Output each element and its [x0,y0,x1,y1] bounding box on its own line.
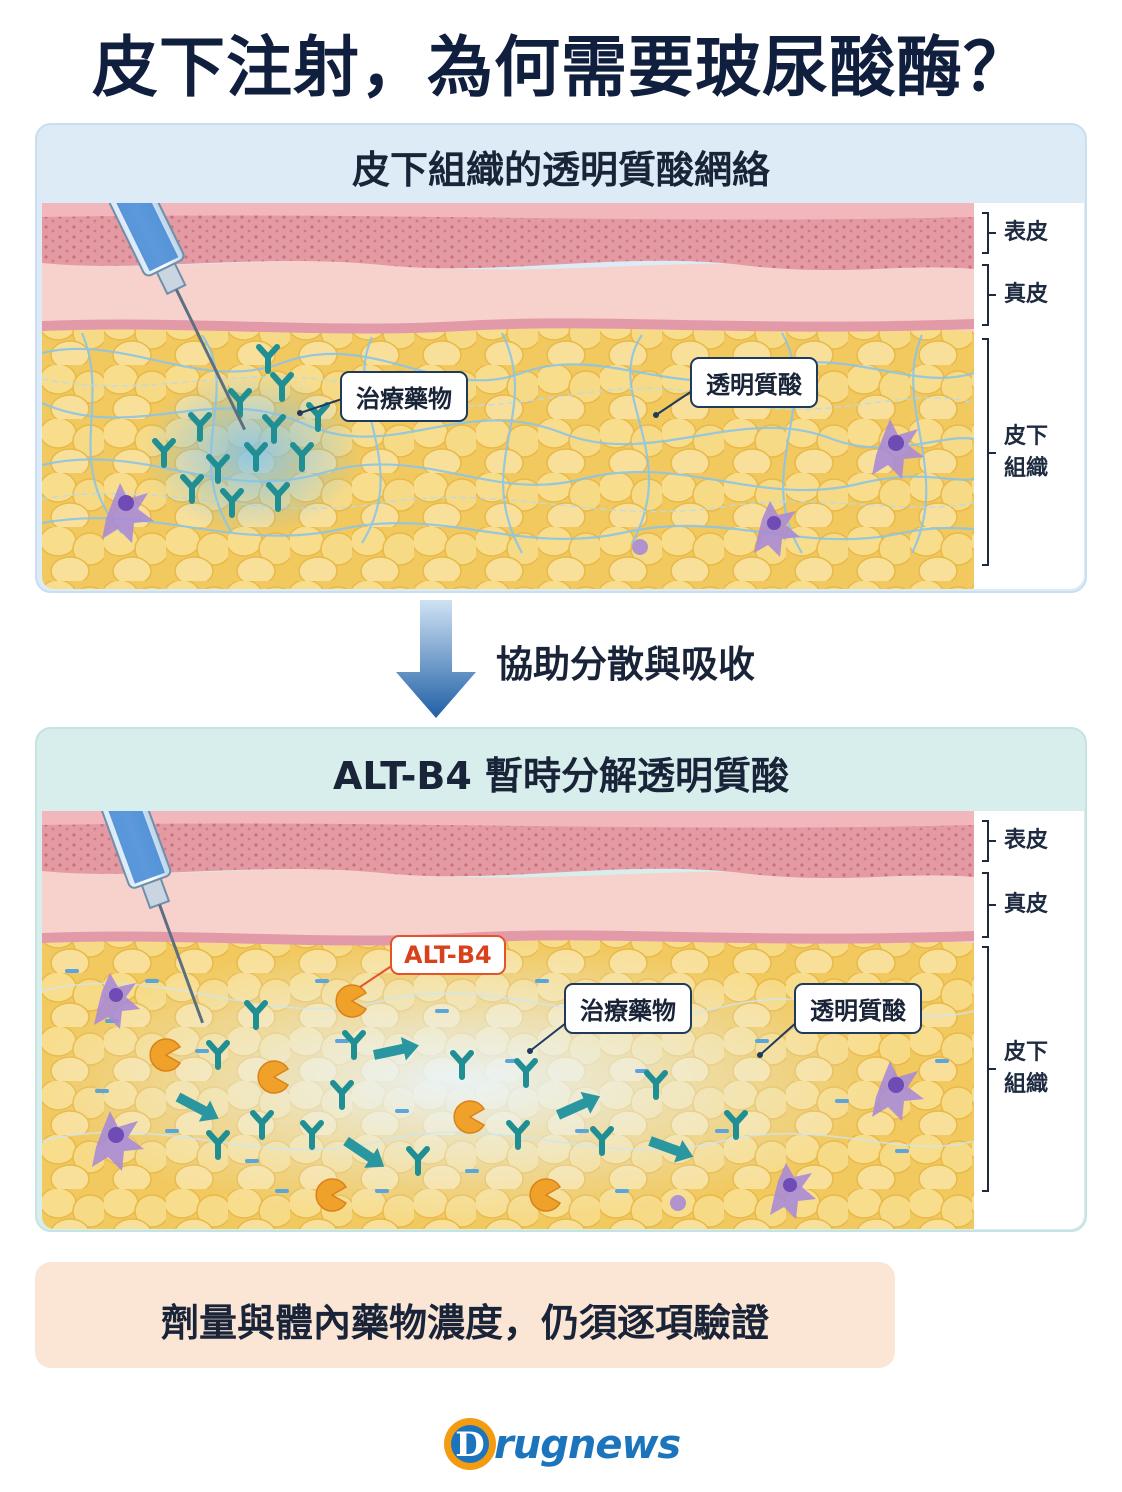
page-title: 皮下注射，為何需要玻尿酸酶？ [92,29,1030,106]
syringe-icon [81,203,247,431]
callout-hyaluronan: 透明質酸 [794,983,922,1034]
callout-drug: 治療藥物 [564,983,692,1034]
callout-drug: 治療藥物 [340,371,468,422]
logo-letter: D [455,1425,484,1465]
panel2-title: ALT-B4 暫時分解透明質酸 [332,754,790,798]
callout-alt-b4: ALT-B4 [390,935,506,975]
arrow-down-icon [396,600,476,718]
drugnews-logo: D [444,1418,496,1470]
label-subcutis-2: 組織 [1004,456,1049,481]
syringe-icon [80,811,205,1024]
arrow-label: 協助分散與吸收 [496,643,755,686]
panel2-tissue-scene: ALT-B4 治療藥物 透明質酸 [42,811,974,1229]
logo-text: rugnews [494,1422,681,1468]
label-dermis: 真皮 [1004,892,1049,917]
panel-hyaluronan-network: 皮下組織的透明質酸網絡 [35,123,1087,593]
panel2-layer-labels: 表皮 真皮 皮下 組織 [974,811,1084,1229]
label-subcutis-1: 皮下 [1004,1040,1049,1065]
footer-note: 劑量與體內藥物濃度，仍須逐項驗證 [160,1301,769,1345]
label-dermis: 真皮 [1004,282,1049,307]
callout-hyaluronan: 透明質酸 [690,357,818,408]
panel1-layer-labels: 表皮 真皮 皮下 組織 [974,203,1084,589]
panel1-tissue-scene: 治療藥物 透明質酸 [42,203,974,589]
label-epidermis: 表皮 [1004,220,1049,245]
layer-brackets [982,820,996,1192]
panel1-tissue-illustration [42,203,974,589]
label-epidermis: 表皮 [1004,828,1049,853]
layer-brackets [982,212,996,566]
footer-note-box: 劑量與體內藥物濃度，仍須逐項驗證 [35,1262,895,1368]
label-subcutis-1: 皮下 [1004,424,1049,449]
label-subcutis-2: 組織 [1004,1072,1049,1097]
panel-alt-b4-degradation: ALT-B4 暫時分解透明質酸 [35,727,1087,1232]
panel1-title: 皮下組織的透明質酸網絡 [351,148,770,192]
panel2-tissue-illustration [42,811,974,1229]
